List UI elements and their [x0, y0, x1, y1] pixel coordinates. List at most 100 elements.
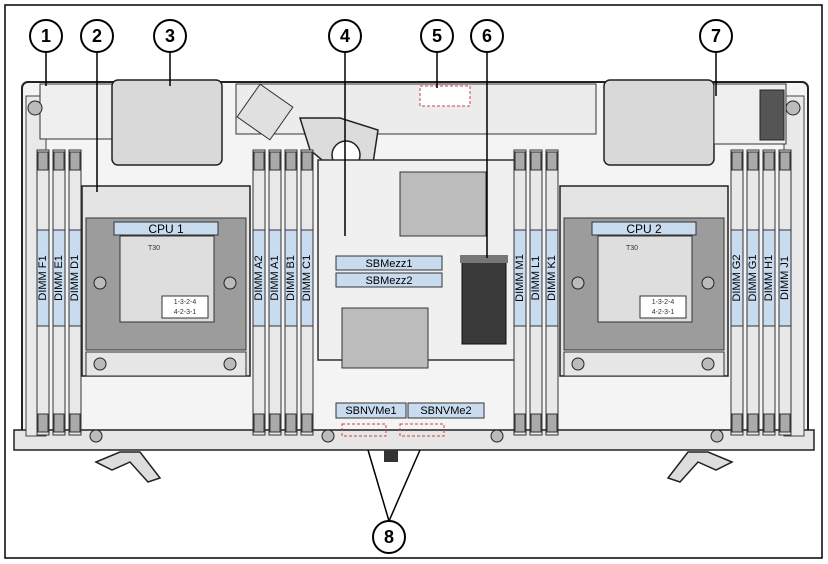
- top-bracket: [27, 79, 801, 166]
- dimm-label-box: [36, 229, 50, 327]
- nvme-label-group: SBNVMe1 SBNVMe2: [335, 402, 485, 437]
- dimm-latch-bottom: [253, 413, 265, 433]
- dimm-latch-top: [747, 151, 759, 171]
- dimm-label-box: [300, 229, 314, 327]
- dimm-latch-top: [763, 151, 775, 171]
- center-heatsink-top: [399, 171, 487, 237]
- cpu1-assembly: CPU 1 T30 1-3-2-4 4-2-3-1: [81, 185, 251, 377]
- center-heatsink-bottom: [341, 307, 429, 369]
- callout-circle: [80, 19, 114, 53]
- ejector-lever-right: [666, 451, 734, 483]
- dimm-latch-bottom: [731, 413, 743, 433]
- nvme-label-box-1: [335, 402, 407, 419]
- callout-number: 2: [92, 26, 102, 46]
- dimm-label: DIMM L1: [530, 256, 542, 301]
- dimm-latch-bottom: [69, 413, 81, 433]
- dimm-latch-top: [731, 151, 743, 171]
- dimm-latch-bottom: [779, 413, 791, 433]
- callout-circles: 1 2 3 4 5 6 7 8: [29, 19, 733, 554]
- dimm-group-right-outer: DIMM G2 DIMM G1 DIMM H1 DIMM J1: [730, 149, 792, 436]
- ejector-lever-left: [94, 451, 162, 483]
- dimm-latch-bottom: [285, 413, 297, 433]
- dimm-latch-bottom: [546, 413, 558, 433]
- dimm-latch-top: [514, 151, 526, 171]
- callout-circle: [699, 19, 733, 53]
- dimm-latch-bottom: [53, 413, 65, 433]
- dimm-latch-bottom: [301, 413, 313, 433]
- nvme-label-1: SBNVMe1: [345, 405, 396, 417]
- cpu1-socket-text: T30: [148, 245, 160, 252]
- dimm-label-box: [52, 229, 66, 327]
- dimm-latch-top: [53, 151, 65, 171]
- dimm-label: DIMM G2: [731, 254, 743, 301]
- dimm-latch-bottom: [763, 413, 775, 433]
- dimm-label-box: [762, 229, 776, 327]
- cpu2-assembly: CPU 2 T30 1-3-2-4 4-2-3-1: [559, 185, 729, 377]
- callout-circle: [420, 19, 454, 53]
- dimm-label: DIMM A1: [269, 255, 281, 300]
- dimm-label-box: [529, 229, 543, 327]
- dimm-latch-bottom: [514, 413, 526, 433]
- dimm-latch-top: [269, 151, 281, 171]
- dimm-label: DIMM F1: [37, 255, 49, 300]
- dimm-label: DIMM H1: [763, 255, 775, 301]
- dimm-label: DIMM D1: [69, 255, 81, 301]
- dimm-label-box: [513, 229, 527, 327]
- fan-module-right: [603, 79, 715, 166]
- connector-5-outline: [419, 85, 471, 107]
- dimm-latch-top: [69, 151, 81, 171]
- callout-number: 8: [384, 527, 394, 547]
- dimm-latch-top: [530, 151, 542, 171]
- dimm-label-box: [730, 229, 744, 327]
- callout-number: 1: [41, 26, 51, 46]
- callout-number: 5: [432, 26, 442, 46]
- callout-number: 4: [340, 26, 350, 46]
- dimm-latch-top: [546, 151, 558, 171]
- mezz-label-box-2: [335, 272, 443, 288]
- dimm-latch-bottom: [37, 413, 49, 433]
- dimm-group-left-outer: DIMM F1 DIMM E1 DIMM D1: [36, 149, 82, 436]
- dimm-label: DIMM J1: [779, 256, 791, 300]
- callout-number: 3: [165, 26, 175, 46]
- dimm-label-box: [268, 229, 282, 327]
- cpu1-label: CPU 1: [148, 222, 184, 236]
- dimm-latch-bottom: [530, 413, 542, 433]
- cpu1-sequence-a: 1-3-2-4: [174, 299, 197, 306]
- center-connector: [384, 450, 398, 462]
- mezz-label-1: SBMezz1: [365, 258, 412, 270]
- dimm-label-box: [778, 229, 792, 327]
- dimm-label: DIMM C1: [301, 255, 313, 301]
- callout-circle: [470, 19, 504, 53]
- m2-module: [461, 257, 507, 345]
- ejector-levers: [89, 429, 734, 483]
- dimm-label-box: [284, 229, 298, 327]
- cpu2-sequence-a: 1-3-2-4: [652, 299, 675, 306]
- dimm-label: DIMM E1: [53, 255, 65, 301]
- callout-number: 7: [711, 26, 721, 46]
- cpu2-socket-text: T30: [626, 245, 638, 252]
- dimm-label: DIMM A2: [253, 255, 265, 300]
- dimm-label-box: [252, 229, 266, 327]
- callout-number: 6: [482, 26, 492, 46]
- fan-module-left: [111, 79, 223, 166]
- nvme-label-box-2: [407, 402, 485, 419]
- cpu1-sequence-b: 4-2-3-1: [174, 309, 197, 316]
- dimm-label-box: [68, 229, 82, 327]
- callout-circle: [372, 520, 406, 554]
- nvme-label-2: SBNVMe2: [420, 405, 471, 417]
- dimm-latch-top: [285, 151, 297, 171]
- dimm-latch-top: [779, 151, 791, 171]
- callout-circle: [328, 19, 362, 53]
- dimm-label: DIMM G1: [747, 254, 759, 301]
- dimm-latch-top: [253, 151, 265, 171]
- dimm-latch-top: [301, 151, 313, 171]
- dimm-label: DIMM B1: [285, 255, 297, 301]
- dimm-latch-top: [37, 151, 49, 171]
- cpu2-sequence-b: 4-2-3-1: [652, 309, 675, 316]
- dimm-latch-bottom: [269, 413, 281, 433]
- dimm-group-left-inner: DIMM A2 DIMM A1 DIMM B1 DIMM C1: [252, 149, 314, 436]
- callout-circle: [29, 19, 63, 53]
- mezz-label-group: SBMezz1 SBMezz2: [335, 255, 443, 288]
- mezz-label-box-1: [335, 255, 443, 271]
